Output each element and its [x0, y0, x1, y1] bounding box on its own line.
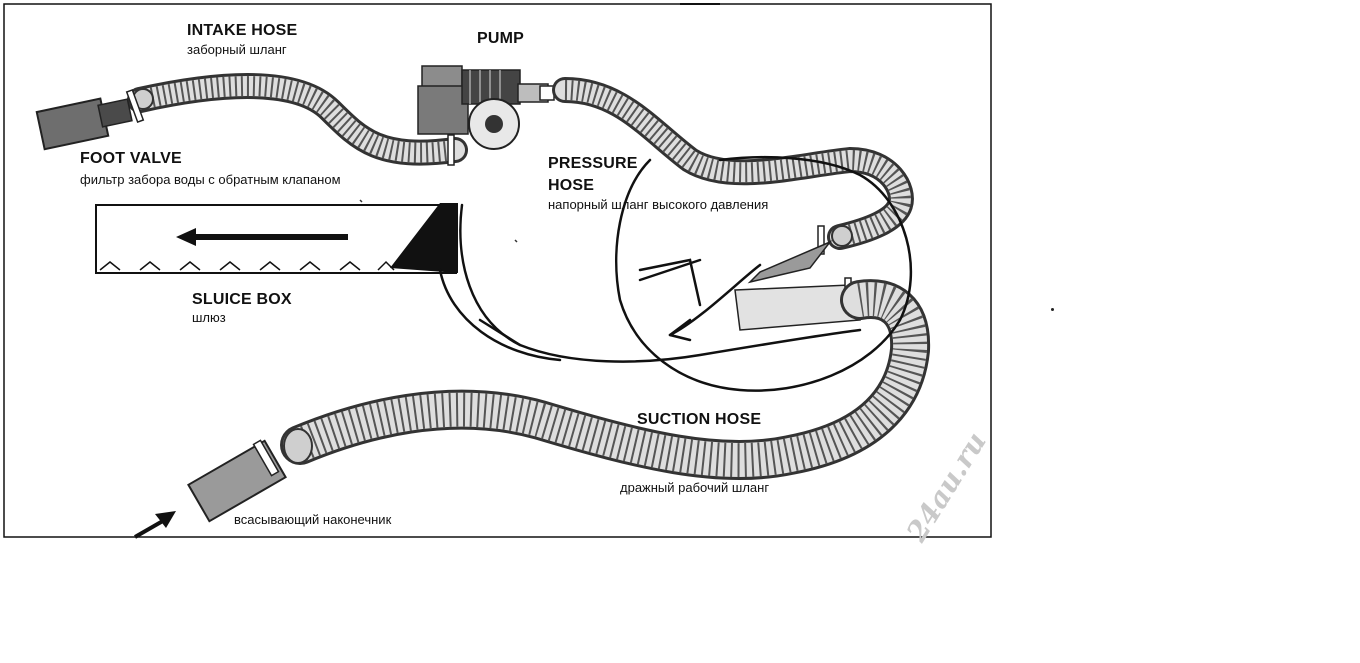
pump-label: PUMP	[477, 30, 525, 47]
suction-hose	[280, 279, 931, 481]
pump	[417, 65, 555, 150]
suction-hose-label-ru: дражный рабочий шланг	[620, 480, 770, 495]
pressure-hose	[552, 77, 914, 284]
pressure-hose-label-line1: PRESSURE	[548, 155, 638, 172]
sluice-box-label-ru: шлюз	[192, 310, 226, 325]
nozzle-inlet-arrow-icon	[134, 511, 176, 539]
intake-hose	[125, 73, 468, 166]
stray-dot	[1051, 308, 1054, 311]
suction-hose-label: SUCTION HOSE	[637, 411, 762, 428]
suction-nozzle-label-ru: всасывающий наконечник	[234, 512, 392, 527]
hand-drawn-annotation	[438, 155, 913, 392]
sluice-box-label: SLUICE BOX	[192, 291, 292, 308]
foot-valve	[35, 97, 133, 151]
intake-hose-label-ru: заборный шланг	[187, 42, 287, 57]
pressure-hose-label-line2: HOSE	[548, 177, 595, 194]
flow-arrow-icon	[176, 228, 348, 246]
suction-nozzle	[187, 439, 287, 523]
foot-valve-label-ru: фильтр забора воды с обратным клапаном	[80, 172, 341, 187]
intake-hose-label: INTAKE HOSE	[187, 22, 298, 39]
pressure-hose-label-ru: напорный шланг высокого давления	[548, 197, 769, 212]
diagram-frame	[3, 3, 992, 538]
foot-valve-label: FOOT VALVE	[80, 150, 182, 167]
